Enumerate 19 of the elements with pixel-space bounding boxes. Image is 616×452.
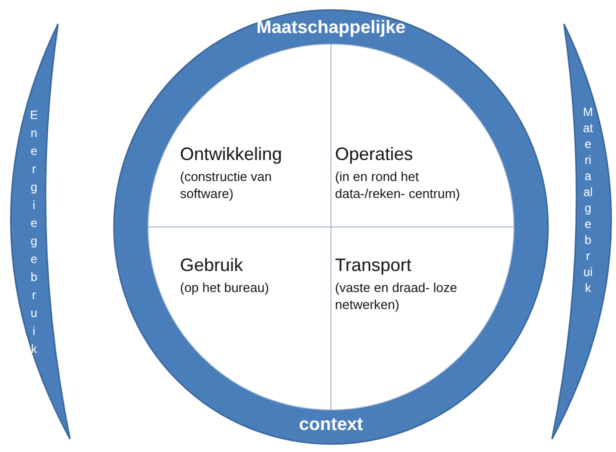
quadrant-description: (op het bureau) [180, 279, 270, 296]
quadrant [331, 44, 514, 227]
quadrant-heading: Ontwikkeling [180, 144, 282, 165]
quadrant [148, 44, 331, 227]
quadrant [148, 227, 331, 410]
quadrant-heading: Operaties [335, 144, 414, 165]
quadrant [331, 227, 514, 410]
ring-label: context [298, 414, 364, 435]
quadrant-description: (in en rond het data-/reken- centrum) [335, 168, 461, 202]
ring [114, 10, 548, 444]
crescent [549, 24, 614, 439]
quadrant-description: (vaste en draad- loze netwerken) [335, 279, 458, 313]
quadrant-heading: Gebruik [180, 255, 244, 276]
vertical-label: Materiaalgebruik [583, 104, 593, 296]
vertical-label: Energiegebruik [30, 106, 38, 358]
quadrant-heading: Transport [335, 255, 412, 276]
crescent [8, 24, 73, 439]
ring-label: Maatschappelijke [255, 17, 407, 38]
quadrant-description: (constructie van software) [180, 168, 273, 202]
